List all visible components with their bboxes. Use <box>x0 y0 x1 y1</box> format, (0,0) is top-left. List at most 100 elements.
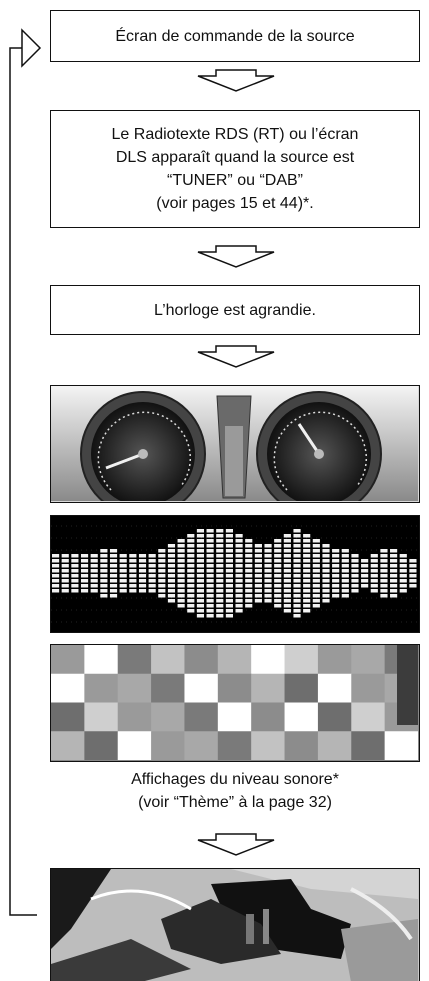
rds-line-1: Le Radiotexte RDS (RT) ou l’écran <box>111 126 359 143</box>
loop-back-line <box>9 28 42 916</box>
mosaic-tile <box>51 645 85 675</box>
mosaic-tile <box>351 731 386 760</box>
equalizer-bar <box>409 559 417 588</box>
equalizer-bar <box>225 529 233 618</box>
mosaic-tile <box>284 702 319 732</box>
mosaic-tile <box>151 673 185 703</box>
down-arrow-4 <box>197 833 275 856</box>
equalizer-bar <box>80 554 89 593</box>
mosaic-tile <box>151 645 185 675</box>
mosaic-tile <box>117 673 152 703</box>
mosaic-tile <box>317 673 352 703</box>
equalizer-bar <box>129 554 137 593</box>
mosaic-tile <box>384 731 418 760</box>
equalizer-bar <box>148 554 156 593</box>
mosaic-illustration <box>51 645 418 760</box>
source-control-screen-box: Écran de commande de la source <box>50 10 420 62</box>
equalizer-bar <box>119 554 127 593</box>
mosaic-tile <box>117 731 152 760</box>
equalizer-bar <box>351 554 359 593</box>
equalizer-illustration <box>51 525 418 623</box>
clock-enlarged-label: L’horloge est agrandie. <box>154 301 316 319</box>
equalizer-bar <box>370 554 378 593</box>
equalizer-bar <box>61 554 69 593</box>
equalizer-bar <box>274 539 282 608</box>
equalizer-bar <box>196 529 205 618</box>
equalizer-bar <box>312 539 320 608</box>
mosaic-tile <box>184 702 219 732</box>
mosaic-tile <box>351 673 386 703</box>
mosaic-tile <box>151 731 185 760</box>
landscape-illustration <box>51 869 418 981</box>
equalizer-bar <box>235 534 243 613</box>
equalizer-bar <box>264 544 272 603</box>
mosaic-tile <box>84 645 119 675</box>
equalizer-bar <box>254 544 262 603</box>
mosaic-tile <box>217 702 252 732</box>
mosaic-tile <box>217 645 252 675</box>
equalizer-bar <box>380 549 388 598</box>
equalizer-bar <box>332 549 340 598</box>
mosaic-tile <box>84 731 119 760</box>
equalizer-bar <box>109 549 118 598</box>
mosaic-tile <box>184 673 219 703</box>
mosaic-tile <box>217 673 252 703</box>
down-arrow-2 <box>197 245 275 268</box>
mosaic-tile <box>351 645 386 675</box>
equalizer-bar <box>361 559 369 588</box>
equalizer-bar <box>167 544 176 603</box>
mosaic-tile <box>84 673 119 703</box>
mosaic-tile <box>397 645 418 725</box>
gauges-display-panel <box>50 385 420 503</box>
mosaic-tile <box>84 702 119 732</box>
mosaic-tile <box>317 702 352 732</box>
equalizer-bar <box>158 549 166 598</box>
equalizer-bar <box>138 554 147 593</box>
mosaic-tile <box>317 645 352 675</box>
mosaic-tile <box>284 731 319 760</box>
mosaic-tile <box>317 731 352 760</box>
rds-line-4: (voir pages 15 et 44)*. <box>156 195 314 212</box>
caption-line-1: Affichages du niveau sonore* <box>131 771 339 788</box>
rds-line-2: DLS apparaît quand la source est <box>115 149 355 166</box>
mosaic-tile <box>251 673 286 703</box>
source-control-screen-label: Écran de commande de la source <box>115 27 355 45</box>
caption-line-2: (voir “Thème” à la page 32) <box>138 794 332 811</box>
mosaic-tile <box>51 731 85 760</box>
mosaic-tile <box>217 731 252 760</box>
equalizer-bar <box>245 539 253 608</box>
mosaic-tile <box>251 702 286 732</box>
mosaic-tile <box>117 702 152 732</box>
mosaic-tile <box>51 702 85 732</box>
equalizer-bar <box>71 554 79 593</box>
mosaic-tile <box>151 702 185 732</box>
mosaic-tile <box>284 645 319 675</box>
equalizer-bar <box>341 549 349 598</box>
equalizer-bar <box>216 529 224 618</box>
mosaic-tile <box>184 731 219 760</box>
mosaic-display-panel <box>50 644 420 762</box>
mosaic-tile <box>184 645 219 675</box>
mosaic-tile <box>351 702 386 732</box>
mosaic-tile <box>117 645 152 675</box>
down-arrow-1 <box>197 69 275 92</box>
equalizer-bar <box>390 549 398 598</box>
mosaic-tile <box>251 731 286 760</box>
sound-level-caption: Affichages du niveau sonore* (voir “Thèm… <box>50 768 420 814</box>
mosaic-tile <box>51 673 85 703</box>
image-display-panel <box>50 868 420 981</box>
equalizer-bar <box>283 534 291 613</box>
equalizer-bar <box>52 554 60 593</box>
equalizer-bar <box>293 529 301 618</box>
equalizer-bar <box>100 549 108 598</box>
mosaic-tile <box>251 645 286 675</box>
equalizer-bar <box>206 529 214 618</box>
equalizer-display-panel <box>50 515 420 633</box>
rds-line-3: “TUNER” ou “DAB” <box>166 172 303 189</box>
rds-radiotext-box: Le Radiotexte RDS (RT) ou l’écran DLS ap… <box>50 110 420 228</box>
equalizer-bar <box>90 554 98 593</box>
equalizer-bar <box>322 544 330 603</box>
equalizer-bar <box>177 539 185 608</box>
clock-enlarged-box: L’horloge est agrandie. <box>50 285 420 335</box>
mosaic-tile <box>284 673 319 703</box>
